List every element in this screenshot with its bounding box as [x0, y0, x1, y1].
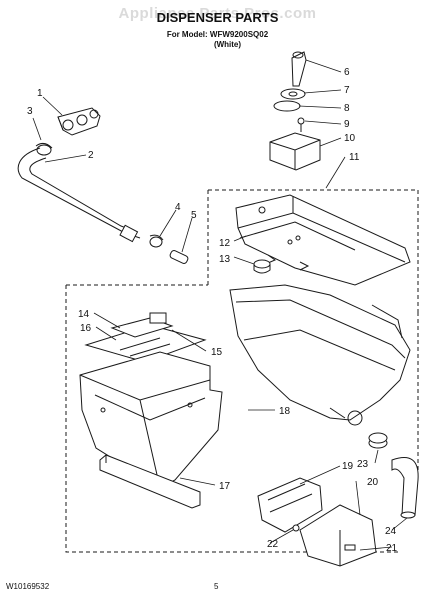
document-number: W10169532	[6, 582, 50, 591]
callout-7: 7	[344, 85, 350, 96]
callout-11: 11	[349, 152, 360, 163]
callout-22: 22	[267, 539, 279, 550]
callout-24: 24	[385, 526, 397, 537]
hose-clamp-part	[35, 142, 53, 156]
callout-6: 6	[344, 67, 350, 78]
callout-23: 23	[357, 459, 369, 470]
upper-assembly-dashed-box	[207, 189, 419, 312]
callout-3: 3	[27, 106, 33, 117]
callout-9: 9	[344, 119, 350, 130]
callout-20: 20	[367, 477, 379, 488]
dispenser-drawer	[79, 351, 223, 489]
lower-assembly-dashed-box	[65, 284, 419, 553]
callout-labels: 1 2 3 4 5 6 7 8 9 10 11 12 13 14 15 16 1…	[27, 67, 398, 554]
callout-13: 13	[219, 254, 231, 265]
callout-8: 8	[344, 103, 350, 114]
drawer-handle-part	[99, 454, 201, 509]
callout-2: 2	[88, 150, 94, 161]
callout-17: 17	[219, 481, 231, 492]
callout-5: 5	[191, 210, 197, 221]
callout-18: 18	[279, 406, 291, 417]
housing-tub-part	[229, 284, 411, 426]
actuator-stack	[269, 51, 321, 171]
callout-19: 19	[342, 461, 354, 472]
callout-14: 14	[78, 309, 90, 320]
callout-15: 15	[211, 347, 223, 358]
callout-10: 10	[344, 133, 356, 144]
lower-bracket-parts	[257, 477, 377, 567]
watermark: Appliance Parts Pros.com	[118, 5, 317, 22]
drawer-cover-parts	[84, 312, 207, 363]
callout-12: 12	[219, 238, 231, 249]
model-line: For Model: WFW9200SQ02	[166, 30, 269, 39]
color-line: (White)	[213, 40, 242, 49]
inlet-tube-part	[169, 250, 189, 264]
leader-lines	[32, 59, 408, 551]
page-number: 5	[214, 582, 219, 591]
water-valve-part	[57, 107, 101, 136]
callout-4: 4	[175, 202, 181, 213]
dispenser-clamp-part	[149, 234, 164, 248]
fill-hose-part	[17, 147, 141, 243]
callout-1: 1	[37, 88, 43, 99]
cap-part	[253, 259, 271, 274]
housing-top-part	[235, 194, 411, 286]
callout-21: 21	[386, 543, 398, 554]
drain-bellows-parts	[368, 432, 419, 519]
diagram-title: DISPENSER PARTS	[156, 10, 279, 25]
callout-16: 16	[80, 323, 92, 334]
